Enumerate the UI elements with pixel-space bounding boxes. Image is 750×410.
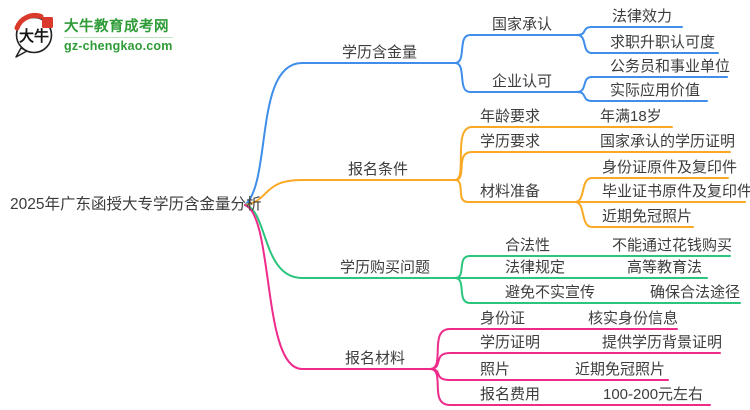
topic-practical-value[interactable]: 实际应用价值 bbox=[610, 82, 701, 99]
topic-material-preparation[interactable]: 材料准备 bbox=[480, 183, 541, 200]
topic-higher-education-law[interactable]: 高等教育法 bbox=[627, 259, 703, 276]
topic-id-card[interactable]: 身份证 bbox=[480, 310, 526, 327]
topic-legal-provisions[interactable]: 法律规定 bbox=[505, 259, 566, 276]
topic-background-proof[interactable]: 提供学历背景证明 bbox=[602, 334, 723, 351]
topic-recent-photo-prep[interactable]: 近期免冠照片 bbox=[602, 208, 693, 225]
logo-text-block: 大牛教育成考网 gz-chengkao.com bbox=[64, 15, 173, 53]
topic-age-requirement[interactable]: 年龄要求 bbox=[480, 108, 541, 125]
branch-materials-lines bbox=[244, 204, 721, 406]
topic-fee-amount[interactable]: 100-200元左右 bbox=[603, 386, 704, 403]
topic-civil-service[interactable]: 公务员和事业单位 bbox=[610, 58, 731, 75]
topic-id-card-copies[interactable]: 身份证原件及复印件 bbox=[602, 159, 738, 176]
logo-seal-text: 大牛 bbox=[19, 27, 49, 45]
topic-education-proof[interactable]: 学历证明 bbox=[480, 334, 541, 351]
topic-legality[interactable]: 合法性 bbox=[505, 237, 551, 254]
topic-state-recognition[interactable]: 国家承认 bbox=[492, 16, 553, 33]
root-topic[interactable]: 2025年广东函授大专学历含金量分析 bbox=[10, 196, 262, 213]
topic-verify-identity[interactable]: 核实身份信息 bbox=[588, 310, 679, 327]
branch-degree-value-lines bbox=[244, 26, 728, 206]
topic-avoid-false-ads[interactable]: 避免不实宣传 bbox=[505, 284, 596, 301]
topic-cannot-buy[interactable]: 不能通过花钱购买 bbox=[612, 237, 733, 254]
topic-legal-channels[interactable]: 确保合法途径 bbox=[650, 284, 741, 301]
topic-legal-effect[interactable]: 法律效力 bbox=[612, 8, 673, 25]
topic-age-18[interactable]: 年满18岁 bbox=[600, 108, 662, 125]
branch-purchase-issue-lines bbox=[244, 204, 741, 304]
topic-registration-fee[interactable]: 报名费用 bbox=[480, 386, 541, 403]
logo-site-name: 大牛教育成考网 bbox=[64, 15, 173, 38]
topic-degree-value[interactable]: 学历含金量 bbox=[342, 44, 418, 61]
topic-registration-conditions[interactable]: 报名条件 bbox=[348, 161, 409, 178]
topic-job-promotion[interactable]: 求职升职认可度 bbox=[610, 34, 716, 51]
logo-seal-icon: 大牛 bbox=[14, 12, 53, 58]
topic-registration-materials[interactable]: 报名材料 bbox=[345, 350, 406, 367]
logo-site-domain: gz-chengkao.com bbox=[64, 39, 173, 53]
topic-photo[interactable]: 照片 bbox=[480, 361, 511, 378]
topic-purchase-issue[interactable]: 学历购买问题 bbox=[340, 259, 431, 276]
topic-recent-photo[interactable]: 近期免冠照片 bbox=[575, 361, 666, 378]
branch-requirements-lines bbox=[244, 126, 746, 228]
site-logo[interactable]: 大牛 大牛教育成考网 gz-chengkao.com bbox=[10, 9, 173, 59]
topic-enterprise-approval[interactable]: 企业认可 bbox=[492, 73, 553, 90]
topic-education-requirement[interactable]: 学历要求 bbox=[480, 133, 541, 150]
topic-recognized-certificate[interactable]: 国家承认的学历证明 bbox=[600, 133, 736, 150]
topic-diploma-copies[interactable]: 毕业证书原件及复印件 bbox=[602, 183, 750, 200]
